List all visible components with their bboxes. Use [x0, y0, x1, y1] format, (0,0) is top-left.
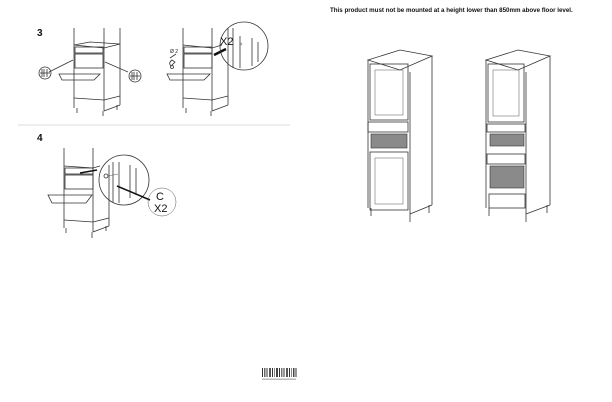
drill-icon: Ø 2	[169, 49, 178, 69]
step-4-number: 4	[37, 133, 43, 144]
step-3-multiplier: X2	[220, 36, 233, 48]
step-3-magnifier: X2	[219, 21, 269, 71]
step-3-cabinet-right	[166, 28, 229, 116]
screw-type-label: C	[156, 191, 164, 203]
hinge-clip-icon	[38, 66, 142, 83]
step-4-callout: C X2	[147, 187, 177, 217]
step-4-magnifier	[98, 154, 151, 206]
step-4-cabinet	[47, 148, 110, 238]
step-3-cabinet-left	[48, 28, 129, 116]
screw-icon	[103, 173, 109, 179]
step-3-number: 3	[37, 28, 43, 39]
tall-cabinet-single-oven	[366, 49, 434, 222]
tall-cabinet-double-oven	[484, 49, 552, 222]
step-4-multiplier: X2	[154, 203, 167, 215]
barcode	[262, 368, 297, 380]
drill-size-label: Ø 2	[170, 49, 178, 55]
mounting-height-notice: This product must not be mounted at a he…	[330, 7, 573, 14]
